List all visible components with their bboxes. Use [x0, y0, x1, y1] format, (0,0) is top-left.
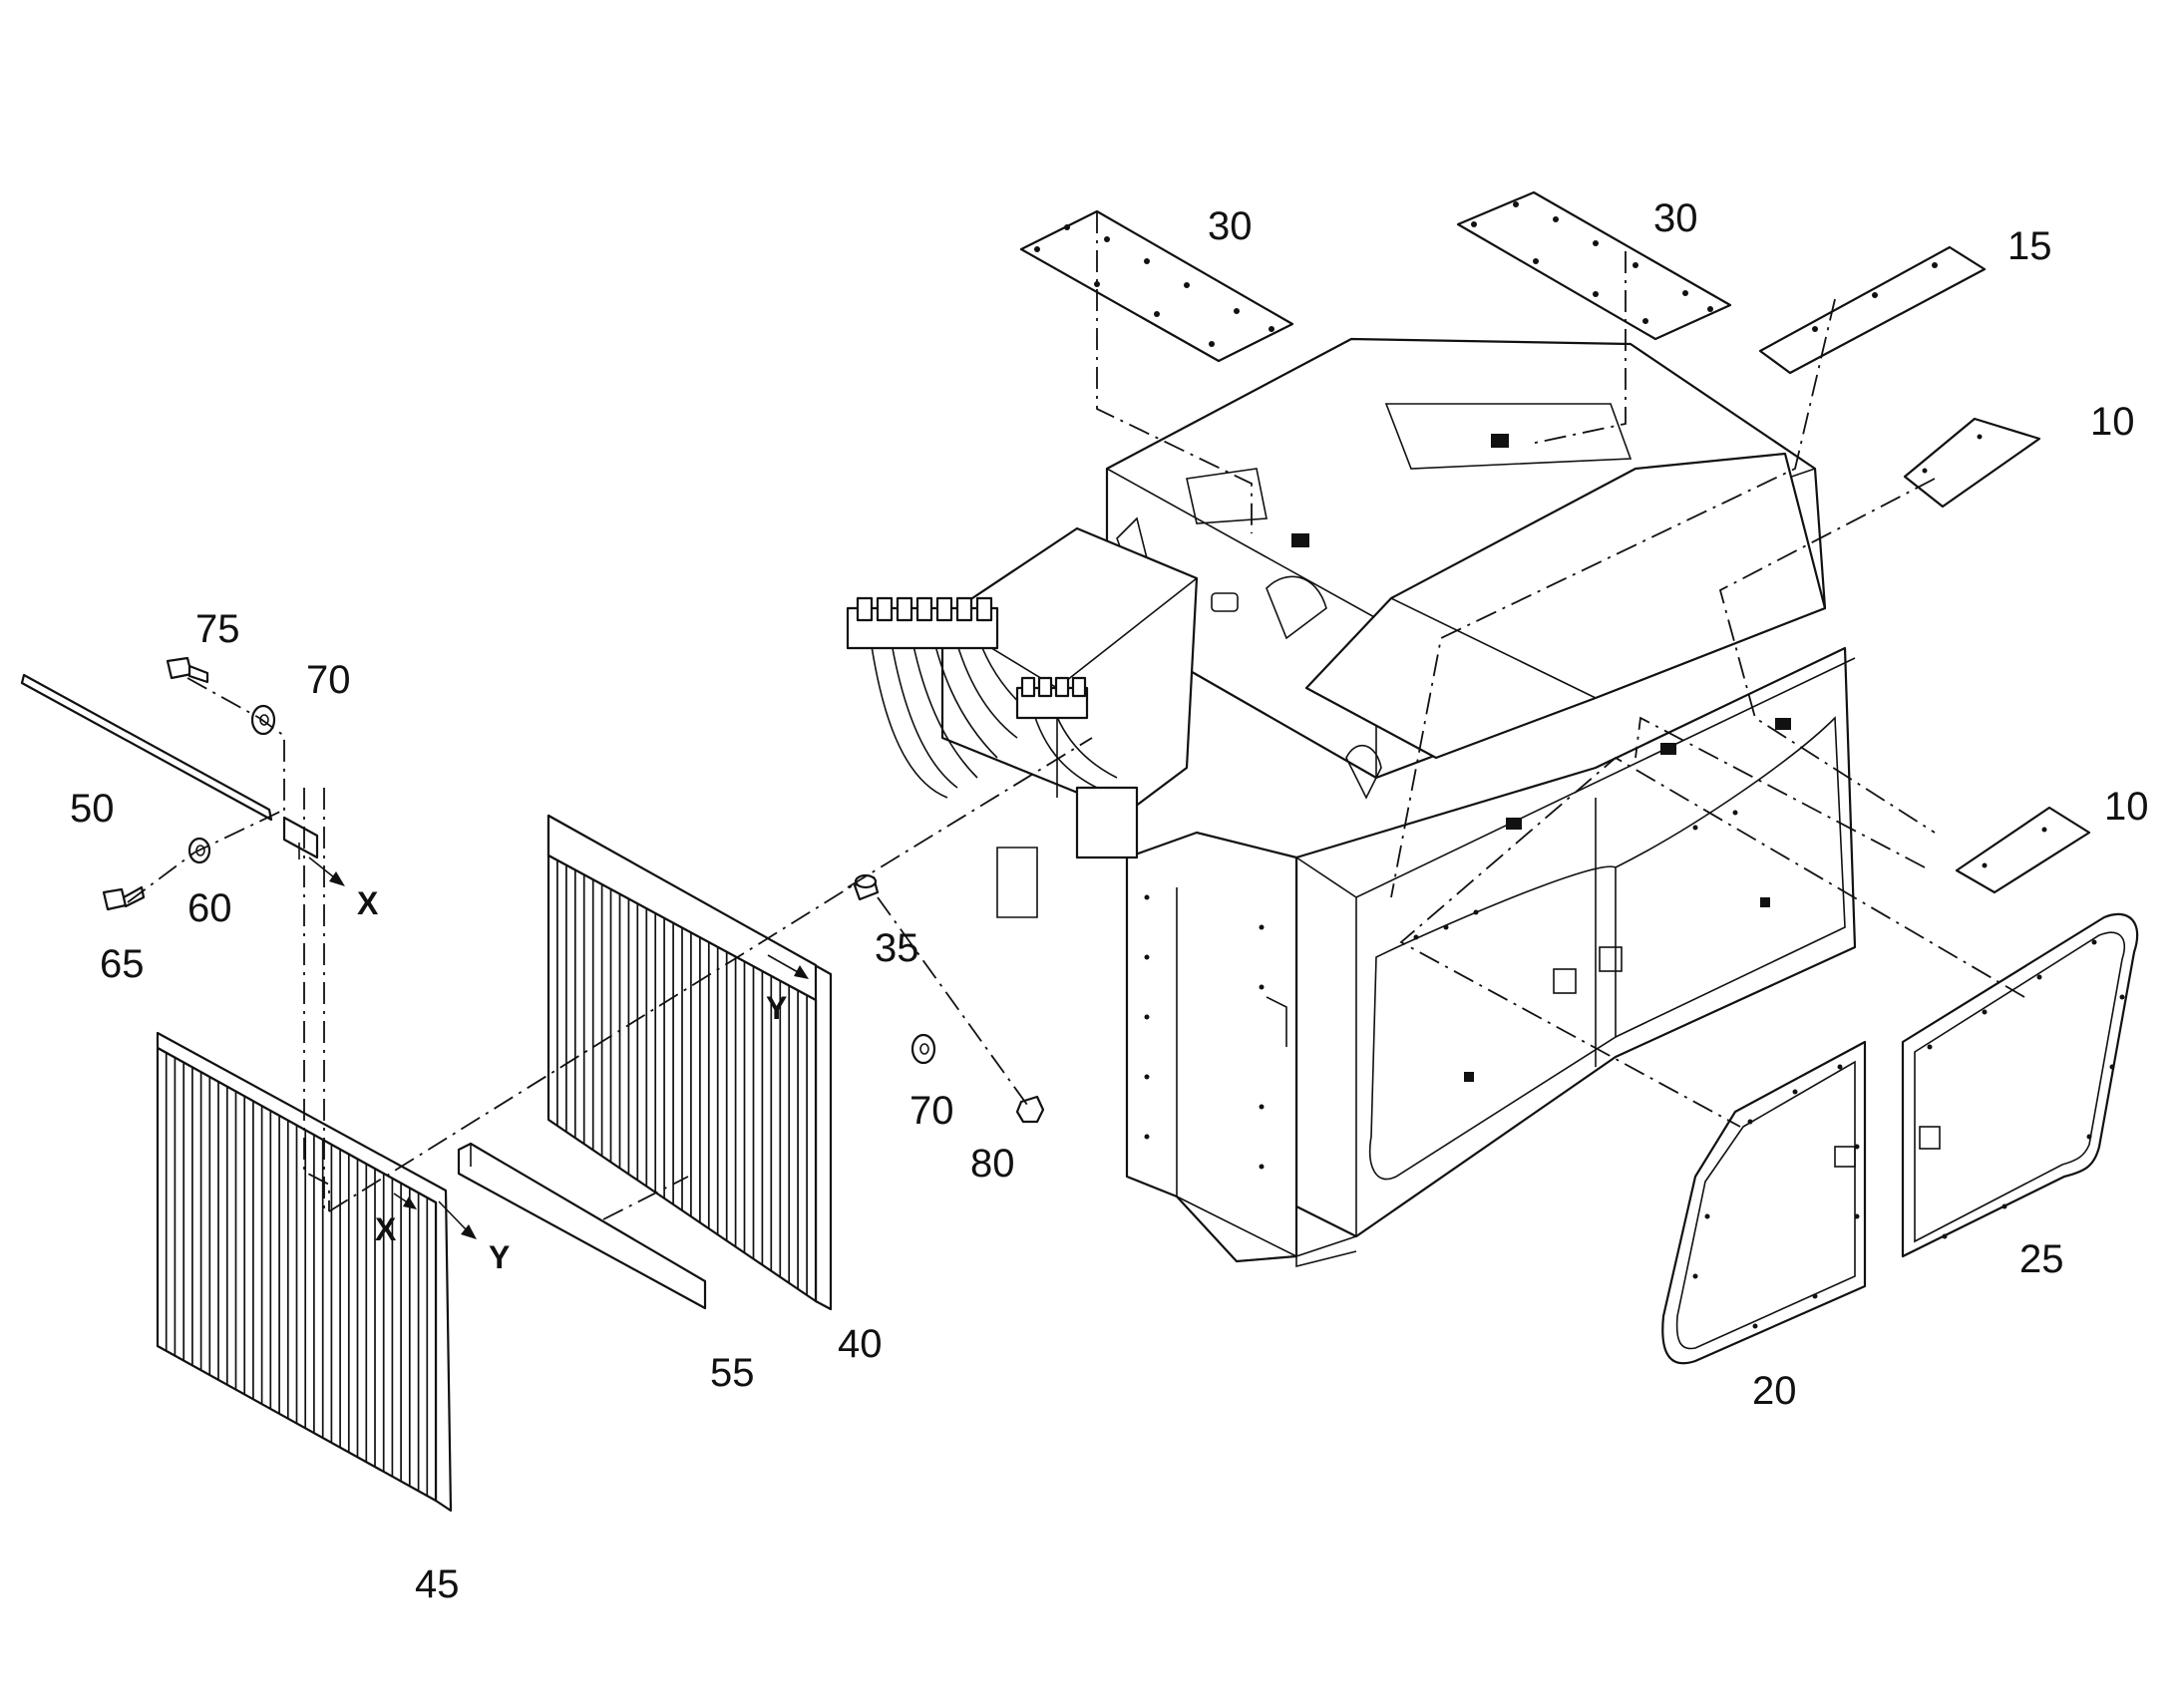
callout-10-bottom: 10 — [2104, 785, 2149, 829]
callout-10-top: 10 — [2090, 400, 2135, 444]
plate-10-bottom — [1955, 806, 2091, 894]
nut-icon-80 — [1015, 1095, 1045, 1124]
washer-icon-70-lower — [910, 1033, 936, 1065]
callout-50: 50 — [70, 787, 115, 831]
bolt-icon — [166, 656, 209, 684]
bracket-50 — [20, 673, 319, 859]
panel-40-ribs — [556, 859, 808, 1295]
callout-80: 80 — [970, 1142, 1015, 1186]
arrow-icon-x-lower — [393, 1193, 417, 1209]
door-panel-20 — [1661, 1040, 1867, 1365]
assembly-leader-lines — [127, 211, 2025, 1220]
callout-45: 45 — [415, 1562, 460, 1606]
callout-70-lower: 70 — [909, 1089, 954, 1133]
callout-15: 15 — [2007, 224, 2052, 268]
callout-30-right: 30 — [1653, 196, 1698, 240]
cover-plate-30-right — [1456, 190, 1732, 341]
callout-65: 65 — [100, 942, 145, 986]
plate-15 — [1758, 245, 1987, 375]
arrow-icon-y-right — [767, 954, 809, 979]
standoff-icon-35 — [853, 873, 880, 901]
arrow-icon-y-lower — [438, 1200, 477, 1239]
callout-20: 20 — [1752, 1369, 1797, 1413]
door-panel-25 — [1901, 912, 2139, 1258]
axis-label-x-upper: X — [357, 885, 379, 921]
callout-70-upper: 70 — [306, 658, 351, 702]
arrow-icon-x-upper — [308, 856, 345, 886]
ribbed-panel-40 — [546, 814, 833, 1311]
axis-label-y-lower: Y — [489, 1239, 510, 1275]
machine-body — [846, 337, 1857, 1268]
body-rivets — [1144, 810, 1738, 1170]
callout-40: 40 — [838, 1322, 883, 1366]
valve-bank — [846, 526, 1199, 918]
plate-10-top — [1903, 417, 2041, 509]
bolt-icon-65 — [102, 885, 146, 911]
callout-25: 25 — [2019, 1237, 2064, 1281]
cover-plate-30-left — [1019, 209, 1294, 363]
valve-fittings — [856, 596, 1087, 698]
callout-75: 75 — [195, 607, 240, 651]
panel-45-ribs — [165, 1052, 429, 1497]
callout-30-left: 30 — [1208, 204, 1253, 248]
callout-55: 55 — [710, 1351, 755, 1395]
callout-60: 60 — [187, 886, 232, 930]
axis-label-x-lower: X — [375, 1211, 397, 1247]
axis-label-y-right: Y — [766, 990, 787, 1026]
strip-55 — [457, 1142, 707, 1310]
callout-35: 35 — [875, 926, 919, 970]
